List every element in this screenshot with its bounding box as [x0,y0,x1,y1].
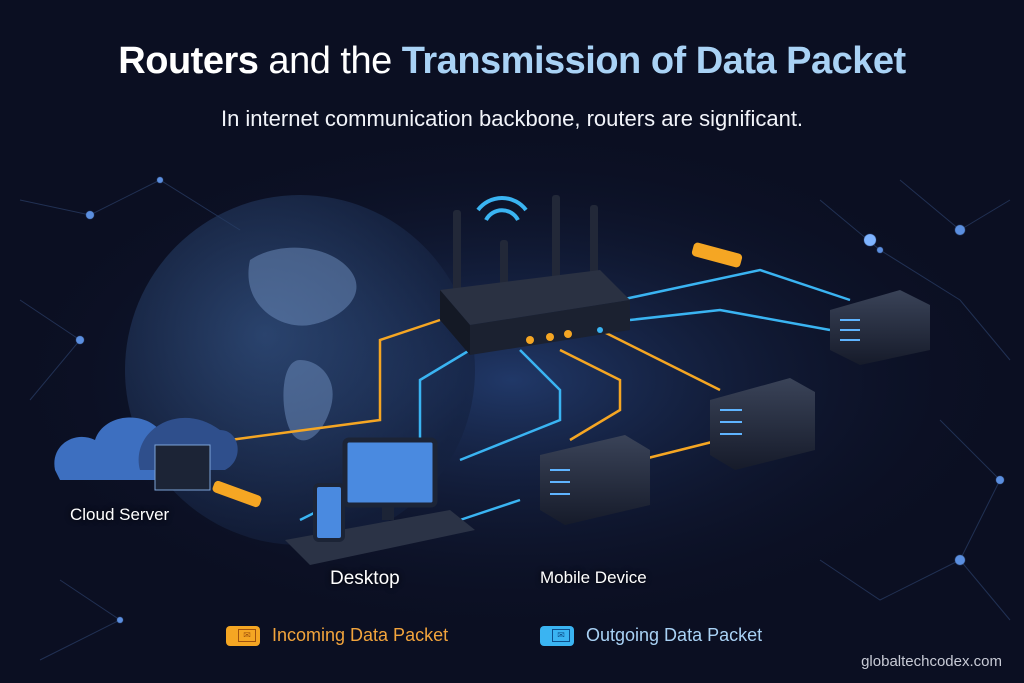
page-title: Routers and the Transmission of Data Pac… [0,40,1024,83]
mobile-device-label: Mobile Device [540,568,647,587]
background-network [19,176,1011,661]
legend-outgoing: ✉ Outgoing Data Packet [540,625,762,646]
cloud-server-label: Cloud Server [70,505,170,524]
legend-incoming-label: Incoming Data Packet [272,625,449,645]
title-part1: Routers [118,40,259,82]
title-part2: and the [258,40,402,82]
envelope-icon: ✉ [226,625,260,646]
envelope-icon: ✉ [540,625,574,646]
packet-icon [212,242,743,508]
server-icon [540,290,930,525]
desktop-label: Desktop [330,568,400,589]
subtitle: In internet communication backbone, rout… [220,106,804,131]
title-part3: Transmission of Data Packet [401,40,906,82]
router-icon [440,195,630,355]
desktop-icon [285,437,475,565]
legend-outgoing-label: Outgoing Data Packet [586,625,763,645]
legend-incoming: ✉ Incoming Data Packet [226,625,448,646]
cloud-server-icon [54,417,238,491]
credit-text: globaltechcodex.com [861,653,1002,670]
